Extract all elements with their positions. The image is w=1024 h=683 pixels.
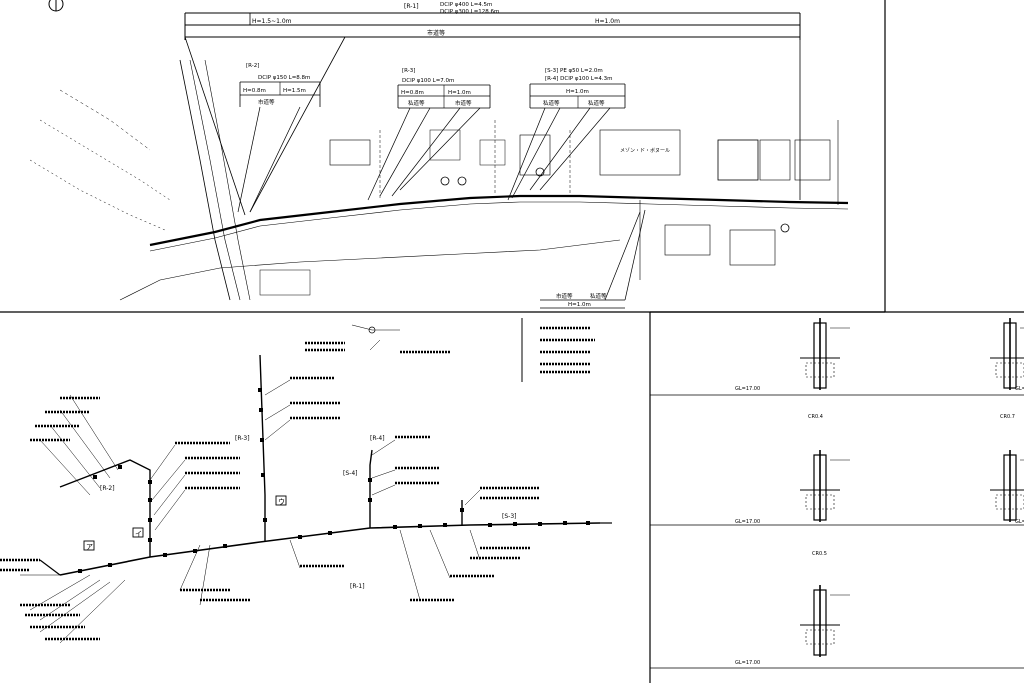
- callout-s3-r4: [S-3] PE φ50 L=2.0m [R-4] DCIP φ100 L=4.…: [507, 68, 626, 201]
- pipe-fitting-marker: [328, 531, 332, 535]
- pipe-fitting-marker: [193, 549, 197, 553]
- pipe-fitting-marker: [118, 465, 122, 469]
- pipe-fitting-marker: [163, 553, 167, 557]
- pipe-fitting-marker: [148, 518, 152, 522]
- section-caption: GL=17.00: [735, 660, 760, 666]
- callout-bottom: 市道等 私道等 H=1.0m: [540, 209, 646, 309]
- svg-text:H=0.8m: H=0.8m: [243, 88, 266, 94]
- pipe-fitting-marker: [108, 563, 112, 567]
- section-detail-4: [990, 450, 1024, 522]
- pipe-fitting-marker: [148, 480, 152, 484]
- pipe-fitting-marker: [513, 522, 517, 526]
- pipe-fitting-marker: [78, 569, 82, 573]
- iso-label-r3: [R-3]: [235, 435, 250, 442]
- svg-text:[R-3]: [R-3]: [402, 68, 415, 74]
- svg-text:私道等: 私道等: [590, 292, 607, 300]
- pipe-fitting-marker: [488, 523, 492, 527]
- main-pipe-spec-2: DCIP φ300 L=128.6m: [440, 9, 499, 15]
- box-label-i: イ: [135, 530, 142, 538]
- pipe-fitting-marker: [443, 523, 447, 527]
- iso-label-s4: [S-4]: [343, 470, 357, 477]
- section-detail-1: [800, 318, 850, 390]
- pipe-fitting-marker: [148, 538, 152, 542]
- svg-text:市道等: 市道等: [258, 98, 275, 106]
- section-title: CR0.5: [812, 551, 827, 557]
- callout-r2: [R-2] DCIP φ150 L=8.8m H=0.8m H=1.5m 市道等: [237, 63, 321, 213]
- section-details: GL=17.00GL=17.00GL=17.00GL=17.00GL=17.00…: [735, 318, 1024, 666]
- svg-text:私道等: 私道等: [543, 99, 560, 107]
- pipe-fitting-marker: [259, 408, 263, 412]
- box-label-u: ウ: [278, 498, 285, 506]
- depth-left-label: H=1.5~1.0m: [252, 18, 292, 25]
- pipe-fitting-marker: [223, 544, 227, 548]
- pipe-fitting-marker: [258, 388, 262, 392]
- section-detail-5: [800, 585, 850, 657]
- section-caption: GL=17.00: [735, 519, 760, 525]
- section-caption: GL=17.00: [1015, 386, 1024, 392]
- svg-text:H=1.0m: H=1.0m: [448, 90, 471, 96]
- svg-text:私道等: 私道等: [588, 99, 605, 107]
- svg-text:[R-4] DCIP φ100 L=4.3m: [R-4] DCIP φ100 L=4.3m: [545, 76, 613, 82]
- section-caption: GL=17.00: [1015, 519, 1024, 525]
- section-caption: GL=17.00: [735, 386, 760, 392]
- pipe-fitting-marker: [260, 438, 264, 442]
- plan-annotations: [351, 318, 523, 382]
- svg-text:私道等: 私道等: [408, 99, 425, 107]
- pipe-fitting-marker: [261, 473, 265, 477]
- main-pipe-label: [R-1]: [404, 3, 419, 10]
- section-title: CR0.7: [1000, 414, 1015, 420]
- section-title: CR0.4: [808, 414, 823, 420]
- isometric-view: [R-2] [R-3] [R-4] [S-3] [R-1] [S-4] ア イ …: [0, 326, 612, 644]
- pipe-fitting-marker: [148, 498, 152, 502]
- pipe-fitting-marker: [298, 535, 302, 539]
- svg-text:市道等: 市道等: [556, 292, 573, 300]
- pipe-fitting-marker: [93, 475, 97, 479]
- svg-text:市道等: 市道等: [455, 99, 472, 107]
- iso-label-r1: [R-1]: [350, 583, 365, 590]
- pipe-fitting-marker: [586, 521, 590, 525]
- iso-label-r2: [R-2]: [100, 485, 115, 492]
- callout-r3: [R-3] DCIP φ100 L=7.0m H=0.8m H=1.0m 私道等…: [367, 68, 491, 201]
- svg-text:DCIP φ150 L=8.8m: DCIP φ150 L=8.8m: [258, 75, 310, 81]
- box-label-a: ア: [86, 543, 93, 551]
- section-detail-2: [990, 318, 1024, 390]
- pipe-fitting-marker: [538, 522, 542, 526]
- building-label: メゾン・ド・ボヌール: [620, 147, 670, 154]
- pipe-fitting-marker: [368, 498, 372, 502]
- iso-label-s3: [S-3]: [502, 513, 516, 520]
- north-arrow-icon: [48, 0, 64, 12]
- main-pipe-spec-1: DCIP φ400 L=4.5m: [440, 2, 492, 8]
- road-main-label: 市道等: [427, 29, 445, 37]
- svg-text:H=1.5m: H=1.5m: [283, 88, 306, 94]
- plan-view: [R-1] DCIP φ400 L=4.5m DCIP φ300 L=128.6…: [29, 2, 849, 309]
- iso-label-r4: [R-4]: [370, 435, 385, 442]
- depth-right-label: H=1.0m: [595, 18, 620, 25]
- svg-text:H=0.8m: H=0.8m: [401, 90, 424, 96]
- pipe-fitting-marker: [393, 525, 397, 529]
- pipe-fitting-marker: [368, 478, 372, 482]
- svg-text:[R-2]: [R-2]: [246, 63, 259, 69]
- section-detail-3: [800, 450, 850, 522]
- svg-text:DCIP φ100 L=7.0m: DCIP φ100 L=7.0m: [402, 78, 454, 84]
- svg-text:H=1.0m: H=1.0m: [568, 302, 591, 308]
- svg-text:[S-3] PE φ50 L=2.0m: [S-3] PE φ50 L=2.0m: [545, 68, 603, 74]
- pipe-fitting-marker: [563, 521, 567, 525]
- pipe-fitting-marker: [263, 518, 267, 522]
- svg-text:H=1.0m: H=1.0m: [566, 89, 589, 95]
- pipe-fitting-marker: [418, 524, 422, 528]
- pipe-fitting-marker: [460, 508, 464, 512]
